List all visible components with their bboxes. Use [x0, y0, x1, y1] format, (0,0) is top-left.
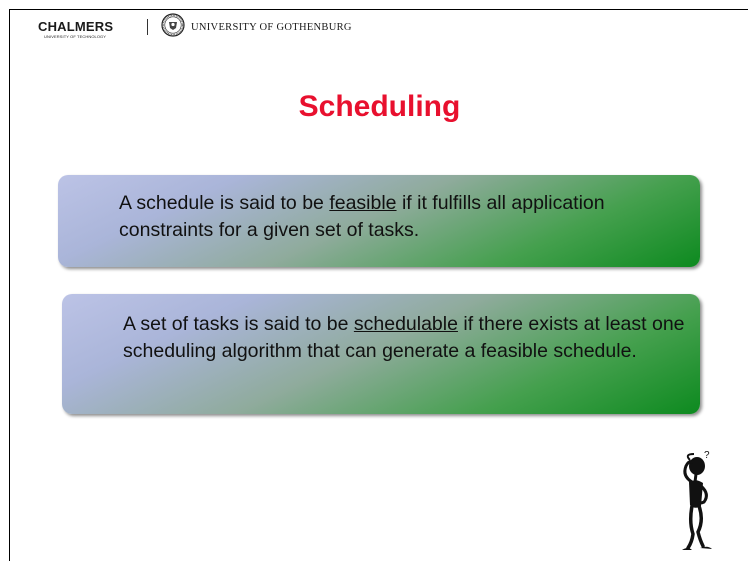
gothenburg-logo-text: UNIVERSITY OF GOTHENBURG	[191, 22, 352, 33]
definition-text-before: A schedule is said to be	[119, 192, 330, 214]
gothenburg-seal-icon	[161, 13, 185, 37]
slide-header: CHALMERS UNIVERSITY OF TECHNOLOGY UNIVER…	[10, 10, 748, 44]
header-divider	[147, 19, 148, 35]
definition-text-before: A set of tasks is said to be	[123, 313, 354, 335]
slide: CHALMERS UNIVERSITY OF TECHNOLOGY UNIVER…	[9, 9, 748, 561]
chalmers-logo-subtext: UNIVERSITY OF TECHNOLOGY	[44, 34, 107, 39]
feasible-term: feasible	[329, 192, 397, 214]
question-mark: ?	[704, 450, 710, 461]
schedulable-term: schedulable	[353, 313, 458, 335]
definition-text-after: if it fulfills all application constrain…	[119, 192, 605, 241]
feasible-definition-box: A schedule is said to be feasible if it …	[58, 175, 700, 267]
thinking-figure-icon: ?	[682, 450, 712, 550]
schedulable-definition-box: A set of tasks is said to be schedulable…	[62, 294, 700, 414]
chalmers-logo: CHALMERS	[38, 19, 114, 34]
schedulable-definition-text: A set of tasks is said to be schedulable…	[123, 311, 700, 365]
definition-text-after: if there exists at least one scheduling …	[123, 313, 685, 362]
feasible-definition-text: A schedule is said to be feasible if it …	[119, 190, 700, 244]
slide-title: Scheduling	[298, 90, 461, 123]
